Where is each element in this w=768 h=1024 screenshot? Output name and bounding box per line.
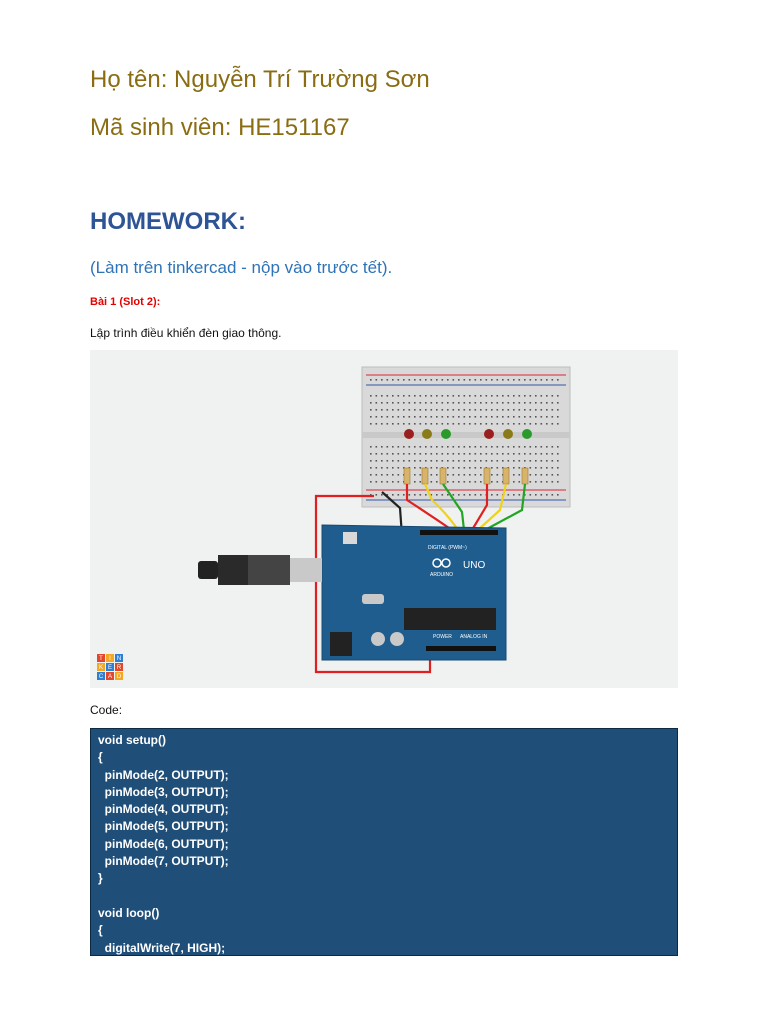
logo-letter: R	[117, 665, 122, 671]
breadboard	[361, 366, 571, 508]
logo-letter: K	[99, 665, 103, 671]
homework-heading: HOMEWORK:	[90, 208, 246, 235]
circuit-figure: DIGITAL (PWM~) UNO ARDUINO POWER ANALOG …	[90, 350, 678, 688]
arduino-logo-icon	[432, 558, 451, 568]
led-red-2	[484, 429, 494, 439]
logo-letter: N	[117, 656, 121, 662]
led-yellow-1	[422, 429, 432, 439]
board-uno-label: UNO	[463, 560, 485, 571]
board-digital-label: DIGITAL (PWM~)	[428, 545, 467, 551]
led-red-1	[404, 429, 414, 439]
logo-letter: I	[109, 656, 111, 662]
board-power-label: POWER	[433, 634, 452, 640]
exercise-label: Bài 1 (Slot 2):	[90, 296, 161, 308]
resistors	[403, 467, 529, 485]
code-block: void setup() { pinMode(2, OUTPUT); pinMo…	[90, 728, 678, 956]
code-text: void setup() { pinMode(2, OUTPUT); pinMo…	[98, 733, 229, 955]
arduino-board: DIGITAL (PWM~) UNO ARDUINO POWER ANALOG …	[321, 524, 507, 661]
led-yellow-2	[503, 429, 513, 439]
logo-letter: E	[108, 665, 112, 671]
logo-letter: T	[99, 656, 103, 662]
student-id: Mã sinh viên: HE151167	[90, 114, 350, 141]
board-analog-label: ANALOG IN	[460, 634, 488, 640]
logo-letter: C	[99, 674, 104, 680]
logo-letter: D	[117, 674, 122, 680]
led-group	[404, 429, 532, 439]
homework-note: (Làm trên tinkercad - nộp vào trước tết)…	[90, 258, 393, 277]
logo-letter: A	[108, 674, 112, 680]
led-green-1	[441, 429, 451, 439]
circuit-diagram: DIGITAL (PWM~) UNO ARDUINO POWER ANALOG …	[97, 366, 571, 680]
exercise-description: Lập trình điều khiển đèn giao thông.	[90, 326, 282, 340]
board-arduino-label: ARDUINO	[430, 572, 453, 578]
student-name: Họ tên: Nguyễn Trí Trường Sơn	[90, 66, 430, 93]
code-label: Code:	[90, 703, 123, 717]
usb-cable	[198, 555, 322, 585]
led-green-2	[522, 429, 532, 439]
